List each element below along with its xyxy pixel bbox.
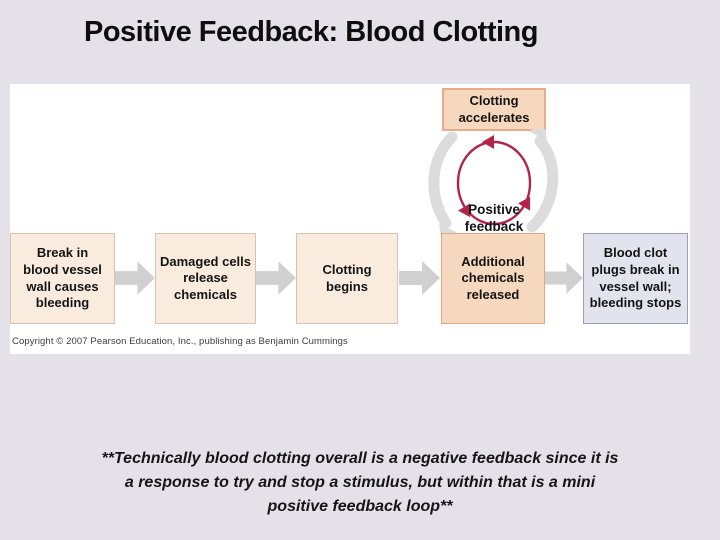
copyright-text: Copyright © 2007 Pearson Education, Inc.… bbox=[12, 336, 348, 347]
flow-arrow-icon bbox=[115, 261, 155, 295]
footer-note-line: positive feedback loop** bbox=[267, 498, 453, 515]
blood-clotting-diagram: Clotting accelerates Positive feedback l… bbox=[10, 84, 690, 354]
clotting-accelerates-box: Clotting accelerates bbox=[442, 88, 546, 131]
flow-arrow-icon bbox=[545, 262, 583, 294]
clotting-begins-box: Clotting begins bbox=[296, 233, 398, 324]
additional-chemicals-box: Additional chemicals released bbox=[441, 233, 545, 324]
footer-note: **Technically blood clotting overall is … bbox=[0, 447, 720, 519]
footer-note-line: **Technically blood clotting overall is … bbox=[101, 450, 619, 467]
flow-arrow-icon bbox=[256, 261, 296, 295]
footer-note-line: a response to try and stop a stimulus, b… bbox=[124, 474, 596, 491]
page-title: Positive Feedback: Blood Clotting bbox=[84, 16, 539, 48]
positive-feedback-loop-graphic bbox=[428, 129, 559, 235]
cycle-down-arrow-icon bbox=[428, 131, 458, 235]
feedback-loop-ellipse-icon bbox=[456, 135, 532, 226]
damaged-cells-box: Damaged cells release chemicals bbox=[155, 233, 256, 324]
flow-arrow-icon bbox=[399, 261, 440, 295]
blood-clot-plugs-box: Blood clot plugs break in vessel wall; b… bbox=[583, 233, 688, 324]
cycle-up-arrow-icon bbox=[526, 129, 559, 233]
break-in-vessel-box: Break in blood vessel wall causes bleedi… bbox=[10, 233, 115, 324]
